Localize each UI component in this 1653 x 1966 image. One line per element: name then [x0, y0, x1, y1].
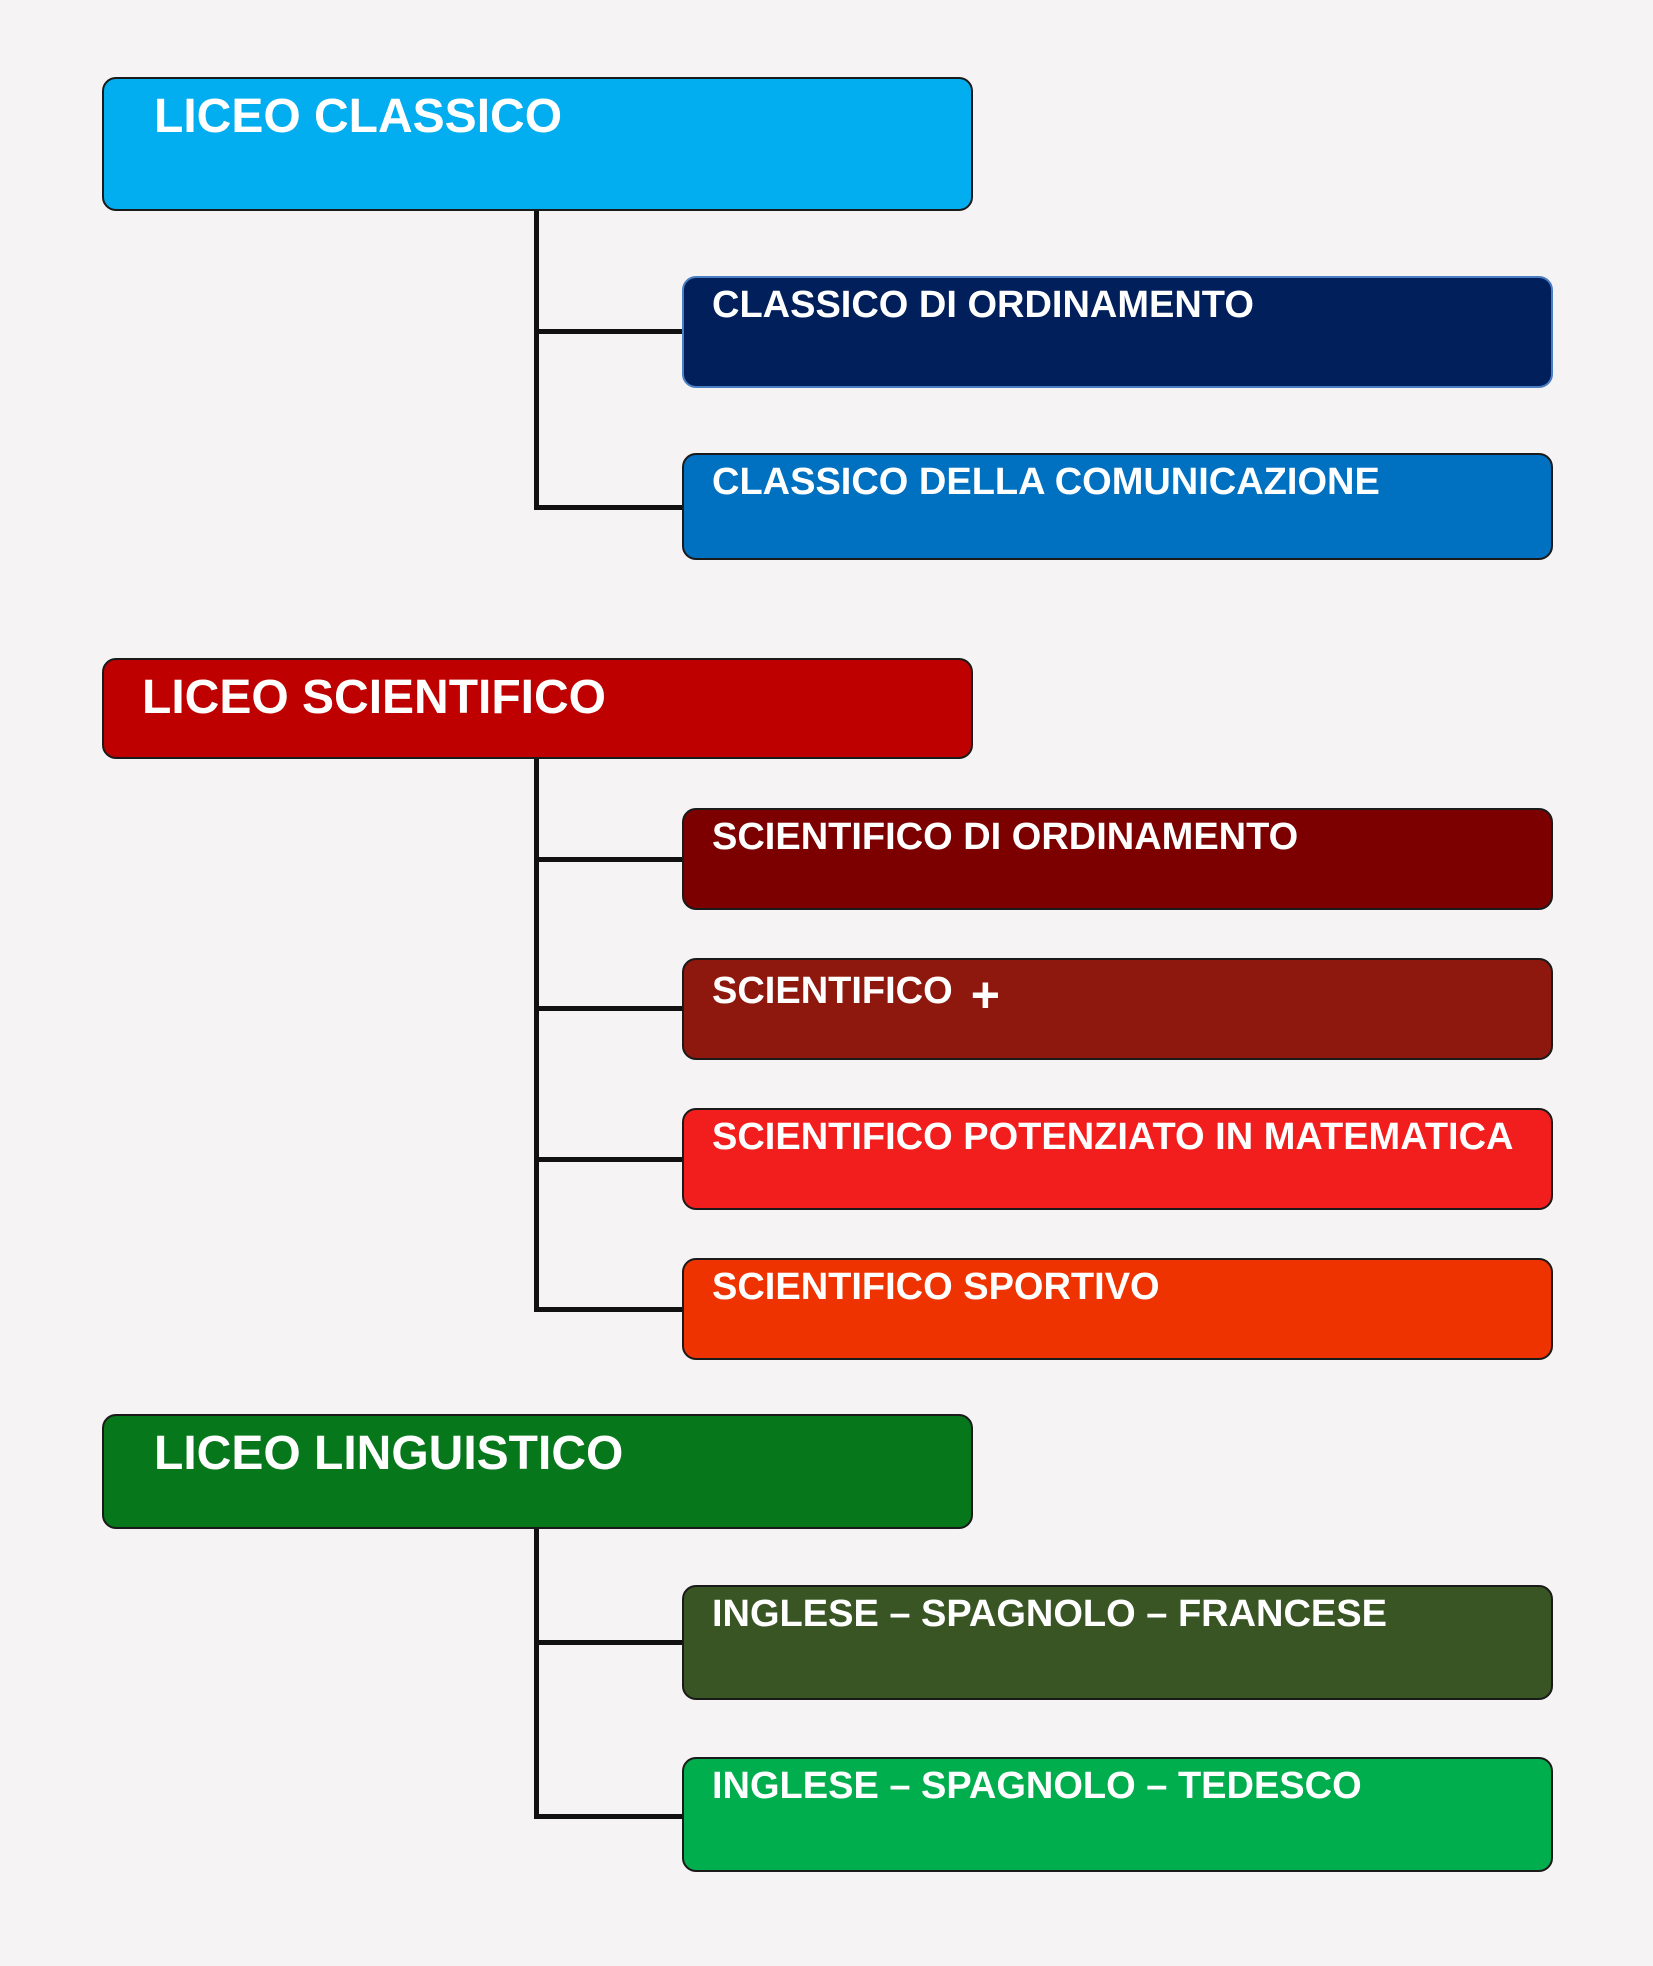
plus-icon: + — [970, 967, 1000, 1023]
course-scientifico-di-ordinamento: SCIENTIFICO DI ORDINAMENTO — [682, 808, 1553, 910]
connector-branch — [534, 857, 684, 862]
connector-trunk-classico — [534, 210, 539, 510]
group-title: LICEO LINGUISTICO — [154, 1427, 624, 1480]
course-scientifico-plus: SCIENTIFICO + — [682, 958, 1553, 1060]
connector-branch — [534, 1307, 684, 1312]
group-title: LICEO CLASSICO — [154, 90, 563, 143]
course-inglese-spagnolo-tedesco: INGLESE – SPAGNOLO – TEDESCO — [682, 1757, 1553, 1872]
course-scientifico-sportivo: SCIENTIFICO SPORTIVO — [682, 1258, 1553, 1360]
course-label: SCIENTIFICO DI ORDINAMENTO — [712, 816, 1299, 858]
course-label: SCIENTIFICO — [712, 970, 953, 1012]
group-title: LICEO SCIENTIFICO — [142, 671, 607, 724]
course-classico-di-ordinamento: CLASSICO DI ORDINAMENTO — [682, 276, 1553, 388]
course-label: CLASSICO DELLA COMUNICAZIONE — [712, 461, 1380, 503]
group-header-liceo-scientifico: LICEO SCIENTIFICO — [102, 658, 973, 759]
course-label: SCIENTIFICO POTENZIATO IN MATEMATICA — [712, 1116, 1514, 1158]
connector-branch — [534, 1640, 684, 1645]
course-label: CLASSICO DI ORDINAMENTO — [712, 284, 1254, 326]
group-header-liceo-linguistico: LICEO LINGUISTICO — [102, 1414, 973, 1529]
connector-branch — [534, 1006, 684, 1011]
course-label: SCIENTIFICO SPORTIVO — [712, 1266, 1160, 1308]
group-header-liceo-classico: LICEO CLASSICO — [102, 77, 973, 211]
connector-branch — [534, 1814, 684, 1819]
connector-branch — [534, 505, 684, 510]
course-label: INGLESE – SPAGNOLO – FRANCESE — [712, 1593, 1387, 1635]
connector-branch — [534, 1157, 684, 1162]
course-inglese-spagnolo-francese: INGLESE – SPAGNOLO – FRANCESE — [682, 1585, 1553, 1700]
course-classico-della-comunicazione: CLASSICO DELLA COMUNICAZIONE — [682, 453, 1553, 560]
connector-trunk-linguistico — [534, 1526, 539, 1819]
connector-trunk-scientifico — [534, 757, 539, 1312]
course-label: INGLESE – SPAGNOLO – TEDESCO — [712, 1765, 1362, 1807]
course-scientifico-potenziato-in-matematica: SCIENTIFICO POTENZIATO IN MATEMATICA — [682, 1108, 1553, 1210]
connector-branch — [534, 329, 684, 334]
